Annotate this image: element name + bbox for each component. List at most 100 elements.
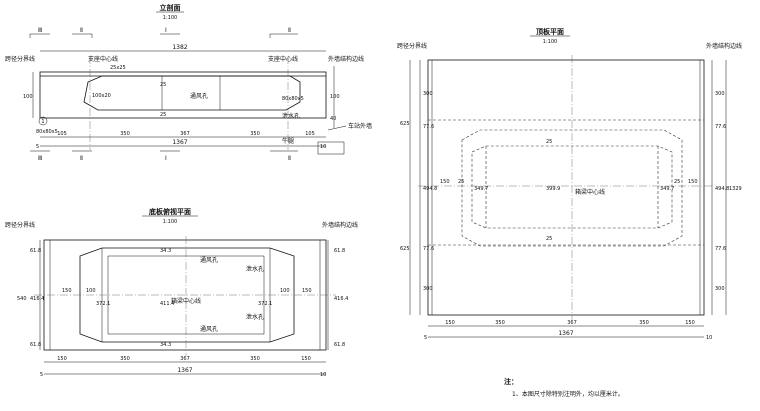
tp-right-inner-3: 494.8 [715, 186, 729, 192]
bottom-plan-drain-bottom: 泄水孔 [246, 313, 264, 321]
tp-seg-5: 150 [685, 320, 695, 326]
elevation-drain-label: 泄水孔 [282, 112, 300, 120]
elevation-title: 立剖面 [160, 3, 181, 12]
elev-seg-2: 350 [120, 131, 130, 137]
bp-seg-5: 150 [301, 356, 311, 362]
bottom-plan-vent-bottom: 通风孔 [200, 325, 218, 333]
tp-v-mid: 399.9 [546, 186, 560, 192]
tp-seg-2: 350 [495, 320, 505, 326]
tp-left-inner-1: 300 [423, 91, 433, 97]
elevation-cow-leg: 牛腿 [282, 137, 294, 145]
bp-inner-left: 372.1 [96, 301, 110, 307]
tp-right-inner-1: 300 [715, 91, 725, 97]
sec-mark-bottom-1: Ⅲ [38, 155, 42, 162]
bp-seg-2: 350 [120, 356, 130, 362]
elevation-support-center-left: 支座中心线 [88, 55, 118, 63]
tp-horiz-left-2: 25 [458, 179, 464, 185]
bottom-plan-center-line: 箱梁中心线 [171, 297, 201, 305]
tp-left-inner-3: 494.8 [423, 186, 437, 192]
elevation-outer-wall-label: 外墙结构边线 [328, 55, 364, 63]
elevation-circle-no: 1 [41, 119, 44, 125]
elevation-bottom-segment-dims: 105 350 367 350 105 [57, 131, 315, 137]
elevation-chamfer-top: 25x25 [110, 65, 126, 71]
sec-mark-bottom-4: Ⅱ [288, 155, 291, 162]
top-plan-title: 顶板平面 [536, 27, 564, 36]
tp-left-inner-4: 77.6 [423, 246, 434, 252]
tp-mid-small-bottom: 25 [546, 236, 552, 242]
tp-horiz-right-1: 25 [674, 179, 680, 185]
elevation-end-left: 5 [36, 144, 39, 150]
bottom-plan-segment-dims: 150 350 367 350 150 [57, 356, 311, 362]
top-plan-segment-dims: 150 350 367 350 150 [445, 320, 695, 326]
elevation-station-wall: 车站外墙 [348, 122, 372, 130]
bp-horiz-left-1: 150 [62, 288, 72, 294]
tp-left-outer-2: 625 [400, 246, 410, 252]
notes-heading: 注： [504, 377, 518, 386]
elevation-height-right: 100 [330, 94, 340, 100]
bp-horiz-right-2: 150 [302, 288, 312, 294]
sec-mark-bottom-3: Ⅰ [165, 155, 167, 162]
tp-horiz-right-2: 150 [688, 179, 698, 185]
sec-mark-top-2: Ⅱ [80, 27, 83, 34]
top-plan-span-line-label: 跨径分界线 [397, 42, 427, 50]
tp-left-inner-5: 300 [423, 286, 433, 292]
sec-mark-top-3: Ⅰ [165, 27, 167, 34]
bp-mid-top: 34.3 [160, 248, 171, 254]
elevation-view: 立剖面 1:100 Ⅲ Ⅱ Ⅰ Ⅱ 1382 跨径分界线 支座中心线 支座中心线… [5, 3, 372, 162]
notes: 注： 1、本图尺寸除特别注明外，均以厘米计。 [504, 377, 624, 398]
sec-mark-bottom-2: Ⅱ [80, 155, 83, 162]
bp-right-v-1: 61.8 [334, 248, 345, 254]
tp-v-right-inner: 349.7 [660, 186, 674, 192]
bottom-plan-view: 底板俯视平面 1:100 跨径分界线 外墙结构边线 箱梁中心线 通风孔 通风孔 … [5, 207, 358, 378]
elev-seg-1: 105 [57, 131, 67, 137]
top-plan-center-line: 箱梁中心线 [575, 188, 605, 196]
elevation-end-right: 10 [320, 144, 326, 150]
bottom-plan-drain-top: 泄水孔 [246, 265, 264, 273]
bp-seg-4: 350 [250, 356, 260, 362]
bp-seg-1: 150 [57, 356, 67, 362]
tp-v-left-inner: 349.7 [474, 186, 488, 192]
elevation-vent-label: 通风孔 [190, 92, 208, 100]
top-plan-view: 顶板平面 1:100 跨径分界线 外墙结构边线 箱梁中心线 625 625 30… [397, 27, 742, 341]
bottom-plan-title: 底板俯视平面 [149, 207, 191, 216]
tp-right-total: 1329 [729, 186, 742, 192]
bp-end-right: 10 [320, 372, 326, 378]
bp-inner-right: 372.1 [258, 301, 272, 307]
top-plan-scale: 1:100 [543, 39, 557, 45]
sec-mark-top-4: Ⅱ [288, 27, 291, 34]
top-plan-outer-wall-label: 外墙结构边线 [706, 42, 742, 50]
bp-left-v-3: 61.8 [30, 342, 41, 348]
tp-seg-4: 350 [639, 320, 649, 326]
bp-seg-3: 367 [180, 356, 190, 362]
tp-end-right: 10 [706, 335, 712, 341]
elevation-mid-v1: 25 [160, 82, 166, 88]
elevation-height-left: 100 [23, 94, 33, 100]
bp-left-v-1: 61.8 [30, 248, 41, 254]
notes-item-1: 1、本图尺寸除特别注明外，均以厘米计。 [512, 390, 624, 398]
elevation-mid-v2: 25 [160, 112, 166, 118]
elev-seg-3: 367 [180, 131, 190, 137]
elevation-chamfer-left: 100x20 [92, 93, 111, 99]
elevation-chamfer-bottom: 80x80x5 [36, 129, 58, 135]
bottom-plan-outer-wall-label: 外墙结构边线 [322, 221, 358, 229]
elev-seg-5: 105 [305, 131, 315, 137]
bp-right-v-2: 416.4 [334, 296, 348, 302]
bp-inner-mid: 411.4 [160, 301, 174, 307]
tp-horiz-left-1: 150 [440, 179, 450, 185]
tp-end-left: 5 [424, 335, 427, 341]
bp-right-v-3: 61.8 [334, 342, 345, 348]
elevation-span-line-label: 跨径分界线 [5, 55, 35, 63]
tp-right-inner-4: 77.6 [715, 246, 726, 252]
bp-horiz-left-2: 100 [86, 288, 96, 294]
tp-mid-small-top: 25 [546, 139, 552, 145]
tp-right-inner-5: 300 [715, 286, 725, 292]
elevation-bottom-total: 1367 [172, 139, 187, 146]
elevation-right-small: 40 [330, 116, 336, 122]
tp-bottom-total: 1367 [558, 330, 573, 337]
sec-mark-top-1: Ⅲ [38, 27, 42, 34]
elev-seg-4: 350 [250, 131, 260, 137]
bp-bottom-total: 1367 [177, 367, 192, 374]
bp-end-left: 5 [40, 372, 43, 378]
bottom-plan-span-line-label: 跨径分界线 [5, 221, 35, 229]
